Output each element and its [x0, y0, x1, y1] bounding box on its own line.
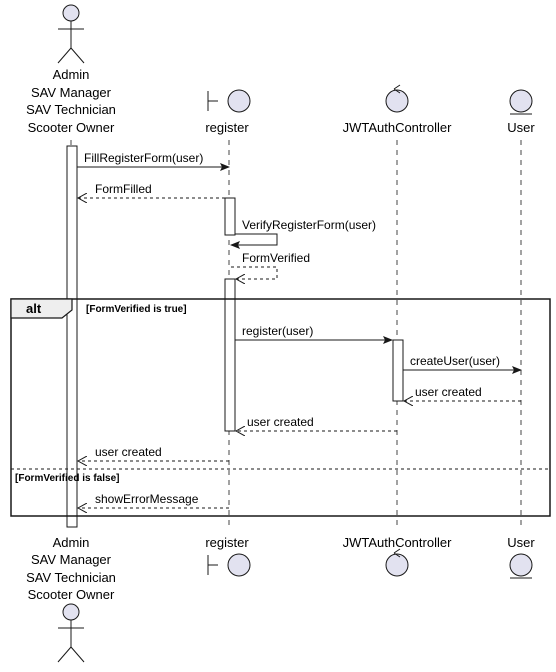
- message-label: FillRegisterForm(user): [84, 151, 203, 165]
- message-form-verified: FormVerified: [231, 251, 310, 279]
- participant-user-top: User: [507, 89, 535, 135]
- jwtauthcontroller-label: JWTAuthController: [343, 535, 453, 550]
- message-register: register(user): [235, 324, 393, 344]
- actor-name-line: SAV Manager: [31, 552, 112, 567]
- participant-actor-bottom: Admin SAV Manager SAV Technician Scooter…: [26, 535, 116, 663]
- user-label: User: [507, 120, 535, 135]
- participant-jwtauthcontroller-top: JWTAuthController: [343, 84, 453, 135]
- actor-name-line: SAV Technician: [26, 570, 116, 585]
- guard-true: [FormVerified is true]: [86, 304, 187, 315]
- message-user-created-entity: user created: [404, 385, 521, 401]
- entity-icon: [509, 89, 533, 115]
- alt-fragment: alt [FormVerified is true] [FormVerified…: [10, 298, 551, 517]
- actor-icon: [57, 4, 85, 64]
- message-fill-register-form: FillRegisterForm(user): [77, 151, 230, 171]
- participant-register-top: register: [205, 89, 251, 135]
- participant-user-bottom: User: [507, 535, 535, 579]
- actor-icon: [57, 603, 85, 663]
- boundary-icon: [207, 89, 251, 113]
- message-label: FormFilled: [95, 182, 152, 196]
- alt-fragment-frame: [10, 298, 551, 517]
- message-label: showErrorMessage: [95, 492, 199, 506]
- participant-register-bottom: register: [205, 535, 251, 577]
- message-line: [231, 266, 278, 279]
- alt-fragment-tab: [10, 298, 73, 319]
- activation-register-2: [224, 278, 236, 432]
- activation-actor: [66, 145, 78, 528]
- message-label: register(user): [242, 324, 313, 338]
- actor-name-line: Scooter Owner: [28, 120, 115, 135]
- message-user-created-boundary: user created: [78, 445, 229, 461]
- message-create-user: createUser(user): [403, 354, 522, 374]
- message-label: user created: [95, 445, 162, 459]
- message-label: createUser(user): [410, 354, 500, 368]
- message-form-filled: FormFilled: [78, 182, 225, 198]
- message-label: VerifyRegisterForm(user): [242, 218, 376, 232]
- activation-register-1: [224, 197, 236, 236]
- actor-name-line: SAV Technician: [26, 102, 116, 117]
- entity-icon: [509, 553, 533, 579]
- alt-keyword: alt: [26, 301, 42, 316]
- boundary-icon: [207, 553, 251, 577]
- jwtauthcontroller-label: JWTAuthController: [343, 120, 453, 135]
- participant-jwtauthcontroller-bottom: JWTAuthController: [343, 535, 453, 577]
- register-label: register: [205, 535, 249, 550]
- message-verify-register-form: VerifyRegisterForm(user): [230, 218, 376, 249]
- message-line: [230, 233, 278, 249]
- actor-name-line: Admin: [53, 67, 90, 82]
- activation-jwtauthcontroller: [392, 339, 404, 402]
- control-icon: [385, 84, 409, 113]
- control-icon: [385, 548, 409, 577]
- register-label: register: [205, 120, 249, 135]
- message-user-created-controller: user created: [236, 415, 397, 431]
- participant-actor-top: Admin SAV Manager SAV Technician Scooter…: [26, 4, 116, 135]
- actor-name-line: Scooter Owner: [28, 587, 115, 602]
- actor-name-line: SAV Manager: [31, 85, 112, 100]
- message-label: user created: [415, 385, 482, 399]
- guard-false: [FormVerified is false]: [15, 473, 119, 484]
- message-label: FormVerified: [242, 251, 310, 265]
- message-show-error-message: showErrorMessage: [78, 492, 229, 508]
- actor-name-line: Admin: [53, 535, 90, 550]
- user-label: User: [507, 535, 535, 550]
- message-label: user created: [247, 415, 314, 429]
